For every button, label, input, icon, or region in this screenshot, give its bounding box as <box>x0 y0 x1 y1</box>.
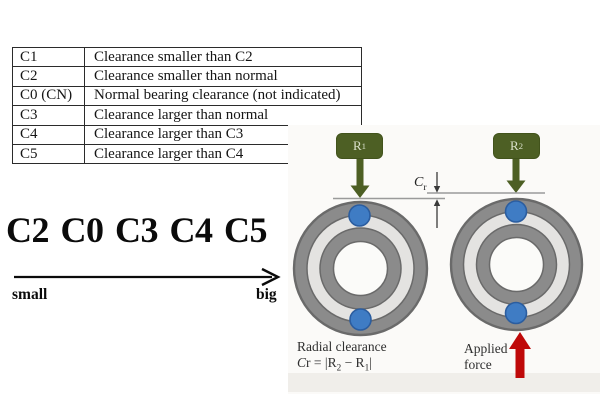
table-row: C2 Clearance smaller than normal <box>13 67 361 87</box>
table-row: C3 Clearance larger than normal <box>13 106 361 126</box>
bore-hole <box>488 236 545 293</box>
table-cell-desc: Clearance smaller than C2 <box>94 48 253 65</box>
table-cell-desc: Clearance larger than C3 <box>94 126 244 143</box>
clearance-dimension-label: Cr <box>414 175 427 193</box>
formula-part: | <box>369 354 372 370</box>
bearing-right <box>449 197 584 332</box>
table-cell-desc: Clearance larger than C4 <box>94 145 244 162</box>
bearing-left <box>292 200 429 337</box>
formula-part: C <box>297 354 307 370</box>
formula-sub: 2 <box>336 362 342 373</box>
caption-line: force <box>464 356 492 372</box>
table-cell-desc: Clearance smaller than normal <box>94 68 278 85</box>
dimension-arrows-icon <box>433 172 441 228</box>
clearance-letter: C <box>414 175 424 190</box>
applied-force-caption: Applied force <box>464 341 508 372</box>
clearance-subscript: r <box>423 182 427 193</box>
bore-hole <box>332 240 389 297</box>
scale-label-small: small <box>12 286 48 303</box>
load-arrow-r1-icon <box>350 159 370 198</box>
load-arrow-r2-icon <box>506 159 526 193</box>
radial-clearance-caption: Radial clearance Cr = |R2 − R1| <box>297 339 387 373</box>
table-cell-code: C3 <box>13 106 85 125</box>
annotation-overlay <box>333 159 545 378</box>
table-cell-code: C2 <box>13 67 85 86</box>
ball-bottom <box>349 308 372 331</box>
clearance-scale-sequence: C2 C0 C3 C4 C5 <box>6 210 268 250</box>
load-letter: R <box>509 138 519 153</box>
table-row: C1 Clearance smaller than C2 <box>13 48 361 68</box>
ball-top <box>504 200 528 223</box>
load-letter: R <box>352 138 362 153</box>
table-cell-code: C0 (CN) <box>13 86 85 106</box>
table-cell-code: C4 <box>13 125 85 144</box>
ball-bottom <box>504 301 528 325</box>
caption-line: Radial clearance <box>297 339 387 354</box>
scale-arrow-right-icon <box>14 267 281 287</box>
table-cell-code: C1 <box>13 48 85 67</box>
formula-part: − R <box>341 354 365 370</box>
table-row: C4 Clearance larger than C3 <box>13 125 361 145</box>
clearance-table: C1 Clearance smaller than C2 C2 Clearanc… <box>12 47 362 165</box>
formula-sub: 1 <box>364 362 370 373</box>
table-cell-code: C5 <box>13 144 85 164</box>
table-cell-desc: Normal bearing clearance (not indicated) <box>94 87 341 104</box>
ball-top <box>348 204 371 227</box>
applied-force-arrow-icon <box>509 332 531 378</box>
table-row: C5 Clearance larger than C4 <box>13 144 361 164</box>
scale-label-big: big <box>256 286 277 303</box>
formula-part: r <box>306 354 311 370</box>
clearance-formula: Cr = |R2 − R1| <box>297 354 387 373</box>
caption-line: Applied <box>464 341 508 356</box>
table-row: C0 (CN) Normal bearing clearance (not in… <box>13 86 361 107</box>
table-cell-desc: Clearance larger than normal <box>94 106 269 123</box>
formula-part: = |R <box>310 354 337 370</box>
